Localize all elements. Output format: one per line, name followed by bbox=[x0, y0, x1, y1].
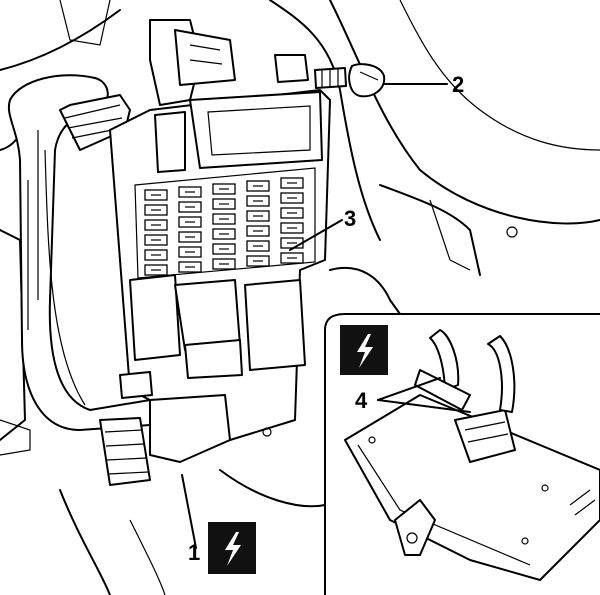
lightning-bolt-icon bbox=[225, 532, 241, 566]
securing-screw bbox=[314, 63, 386, 98]
leader-lines bbox=[181, 83, 471, 549]
callout-1: 1 bbox=[188, 540, 200, 565]
hazard-badge-inset bbox=[340, 325, 388, 375]
inset-panel bbox=[324, 267, 600, 595]
wiring-harness bbox=[7, 74, 164, 486]
lightning-bolt-icon bbox=[357, 334, 373, 368]
callout-4: 4 bbox=[355, 388, 368, 413]
callout-3: 3 bbox=[344, 206, 356, 231]
callout-2: 2 bbox=[452, 72, 464, 97]
hazard-badge-main bbox=[208, 522, 256, 574]
control-module bbox=[344, 329, 600, 581]
fuse-grid bbox=[144, 177, 304, 276]
